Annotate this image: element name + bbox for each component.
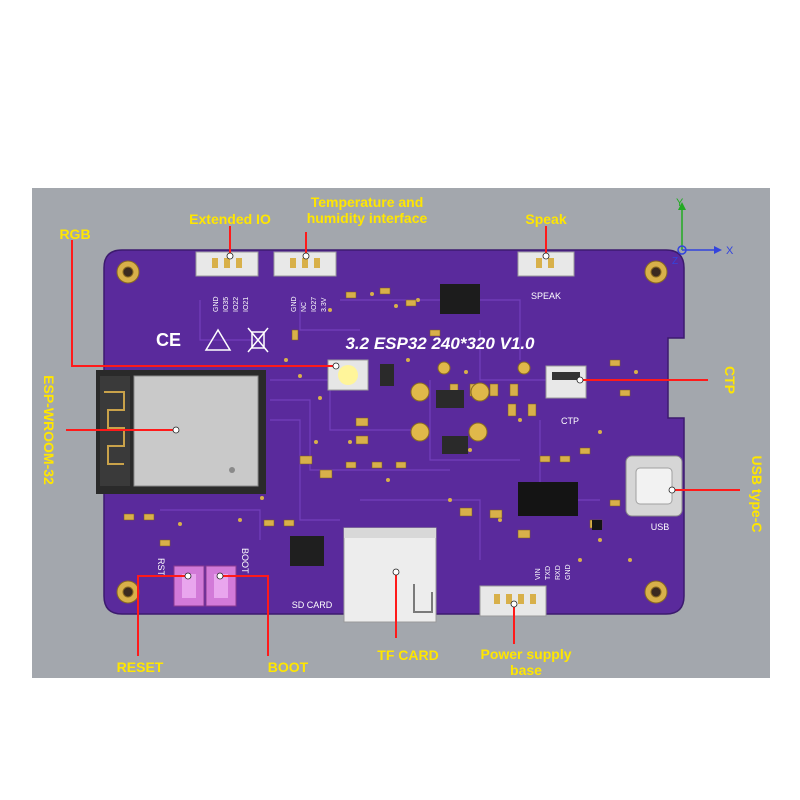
silk-speak: SPEAK <box>531 291 561 301</box>
esp-wroom-32-module <box>96 370 266 494</box>
usb-type-c-port <box>625 455 683 517</box>
leader-lines <box>66 226 740 656</box>
leader-reset <box>137 575 188 656</box>
callout-ctp: CTP <box>722 366 738 394</box>
silk-sd-card: SD CARD <box>292 600 333 610</box>
pin-label: IO22 <box>233 297 240 312</box>
pin-label: GND <box>291 296 298 312</box>
pin-label: TXD <box>545 566 552 580</box>
silk-ctp: CTP <box>561 416 579 426</box>
axis-y-label: Y <box>676 197 684 209</box>
callout-reset: RESET <box>116 659 164 675</box>
ce-mark: CE <box>156 330 181 350</box>
sd-card-slot <box>343 527 437 623</box>
callout-extended-io: Extended IO <box>189 211 271 227</box>
speaker-connector <box>517 251 575 277</box>
pin-label: NC <box>301 302 308 312</box>
ic-chips <box>290 284 602 566</box>
pin-label: VIN <box>535 568 542 580</box>
callout-boot: BOOT <box>267 659 309 675</box>
pcb-board <box>103 249 685 615</box>
callout-temperature: Temperature and humidity interface <box>306 194 428 226</box>
silk-boot: BOOT <box>240 548 250 574</box>
axis-x-label: X <box>726 245 734 257</box>
certification-marks: CE <box>156 327 269 353</box>
pin-label: GND <box>565 564 572 580</box>
axis-z-label: Z <box>672 256 678 267</box>
round-capacitors <box>410 361 531 442</box>
mounting-holes <box>116 260 668 604</box>
callout-tf-card: TF CARD <box>377 647 439 663</box>
weee-bin-icon <box>247 327 269 353</box>
esd-icon <box>204 328 232 351</box>
callout-rgb: RGB <box>59 226 91 242</box>
temp-pin-labels: GND NC IO27 3.3V <box>291 296 328 312</box>
silk-rst: RST <box>156 558 166 577</box>
pin-label: GND <box>213 296 220 312</box>
power-pin-labels: VIN TXD RXD GND <box>535 564 572 580</box>
callout-power-supply: Power supply base <box>480 646 572 678</box>
leader-rgb <box>71 240 336 367</box>
callout-speak: Speak <box>525 211 567 227</box>
silk-usb: USB <box>651 522 670 532</box>
pcb-traces <box>160 299 600 560</box>
pin-label: 3.3V <box>321 297 328 312</box>
board-title: 3.2 ESP32 240*320 V1.0 <box>345 334 535 353</box>
pin-label: IO21 <box>243 297 250 312</box>
pin-label: RXD <box>555 565 562 580</box>
pcb-vias <box>178 292 638 562</box>
leader-boot <box>220 575 269 656</box>
callout-usb-type-c: USB type-C <box>749 455 765 533</box>
axis-triad: X Y Z <box>672 197 734 267</box>
reset-button <box>173 565 205 607</box>
pin-label: IO35 <box>223 297 230 312</box>
leader-dots <box>172 252 676 608</box>
ext-io-pin-labels: GND IO35 IO22 IO21 <box>213 296 250 312</box>
callout-esp-wroom-32: ESP-WROOM-32 <box>41 375 57 485</box>
pin-label: IO27 <box>311 297 318 312</box>
boot-button <box>205 565 237 607</box>
